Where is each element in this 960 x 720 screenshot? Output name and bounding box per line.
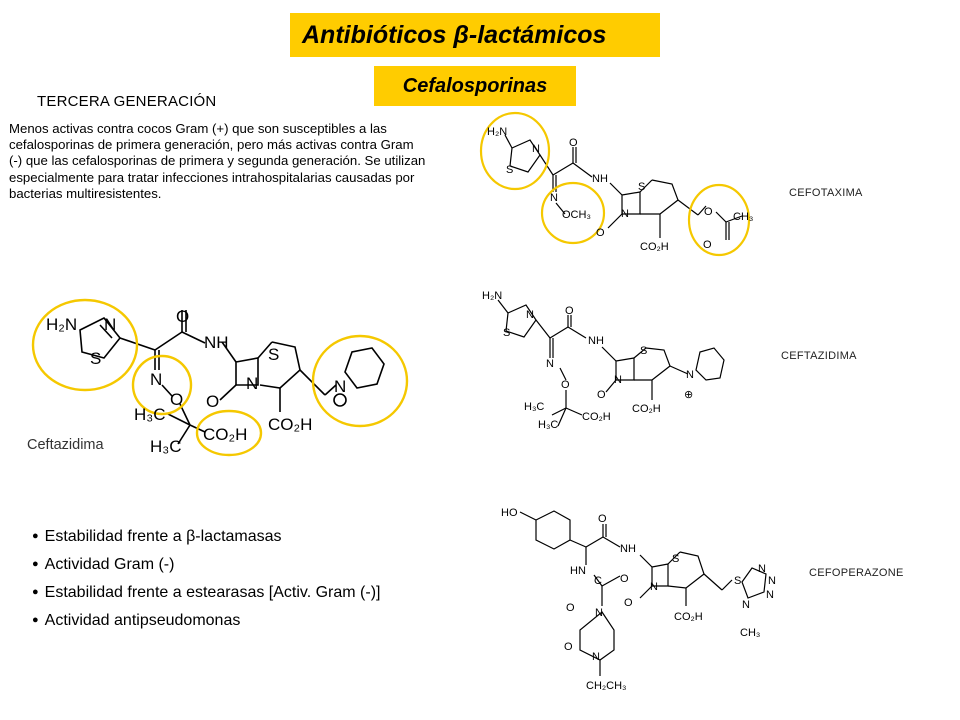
svg-text:NH: NH — [620, 543, 636, 555]
svg-text:S: S — [672, 553, 679, 565]
svg-text:N: N — [550, 192, 558, 204]
svg-text:S: S — [638, 181, 645, 193]
svg-text:O: O — [597, 389, 606, 401]
svg-text:H₂N: H₂N — [46, 315, 77, 334]
svg-text:S: S — [268, 345, 279, 364]
svg-text:N: N — [246, 374, 258, 393]
svg-text:O: O — [703, 239, 712, 251]
svg-text:S: S — [503, 327, 510, 339]
svg-text:S: S — [640, 345, 647, 357]
page-title: Antibióticos β-lactámicos — [290, 13, 660, 57]
svg-text:O: O — [624, 597, 633, 609]
svg-text:N: N — [526, 309, 534, 321]
svg-text:CH₃: CH₃ — [733, 211, 753, 223]
svg-text:HO: HO — [501, 507, 518, 519]
svg-text:CO₂H: CO₂H — [632, 403, 661, 415]
svg-text:N: N — [592, 651, 600, 663]
svg-text:O: O — [176, 307, 189, 326]
list-item: Actividad Gram (-) — [32, 552, 380, 580]
svg-text:C: C — [594, 575, 602, 587]
svg-text:O: O — [170, 390, 183, 409]
svg-text:CO₂H: CO₂H — [674, 611, 703, 623]
cefoperazone-label: CEFOPERAZONE — [809, 567, 904, 579]
svg-text:NH: NH — [588, 335, 604, 347]
svg-text:O: O — [569, 137, 578, 149]
list-item: Actividad antipseudomonas — [32, 608, 380, 636]
svg-text:O: O — [565, 305, 574, 317]
svg-text:H₃C: H₃C — [538, 419, 558, 431]
properties-list: Estabilidad frente a β-lactamasas Activi… — [32, 524, 381, 636]
svg-text:H₃C: H₃C — [524, 401, 544, 413]
svg-text:O: O — [566, 602, 575, 614]
svg-text:N: N — [532, 143, 540, 155]
svg-text:CO₂H: CO₂H — [582, 411, 611, 423]
svg-text:⊕: ⊕ — [684, 389, 693, 401]
svg-text:S: S — [90, 349, 101, 368]
svg-text:N: N — [650, 581, 658, 593]
svg-text:N: N — [104, 315, 116, 334]
cefoperazone-structure — [519, 510, 767, 676]
svg-text:CH₃: CH₃ — [740, 627, 760, 639]
svg-text:CO₂H: CO₂H — [203, 425, 247, 444]
svg-text:CO₂H: CO₂H — [268, 415, 312, 434]
svg-text:H₃C: H₃C — [134, 405, 165, 424]
svg-text:N: N — [621, 208, 629, 220]
svg-text:H₃C: H₃C — [150, 437, 181, 456]
cefotaxima-structure — [504, 134, 743, 240]
svg-text:O: O — [598, 513, 607, 525]
list-item: Estabilidad frente a estearasas [Activ. … — [32, 580, 381, 608]
svg-text:N: N — [686, 369, 694, 381]
svg-text:N: N — [150, 370, 162, 389]
svg-text:OCH₃: OCH₃ — [562, 209, 591, 221]
ceftazidima-label: CEFTAZIDIMA — [781, 350, 857, 362]
generation-heading: TERCERA GENERACIÓN — [37, 93, 217, 110]
svg-text:N: N — [614, 374, 622, 386]
description-paragraph: Menos activas contra cocos Gram (+) que … — [9, 121, 426, 201]
svg-text:O: O — [561, 379, 570, 391]
svg-text:H₂N: H₂N — [482, 290, 502, 302]
svg-text:NH: NH — [204, 333, 229, 352]
svg-text:CH₂CH₃: CH₂CH₃ — [586, 680, 627, 692]
svg-text:O: O — [620, 573, 629, 585]
svg-text:O: O — [704, 206, 713, 218]
svg-text:H₂N: H₂N — [487, 126, 507, 138]
svg-text:HN: HN — [570, 565, 586, 577]
list-item: Estabilidad frente a β-lactamasas — [32, 524, 380, 552]
section-subtitle: Cefalosporinas — [374, 66, 576, 106]
svg-text:N: N — [334, 377, 346, 396]
svg-text:N: N — [546, 358, 554, 370]
svg-text:N: N — [595, 607, 603, 619]
svg-text:N: N — [766, 589, 774, 601]
svg-text:O: O — [564, 641, 573, 653]
svg-text:O: O — [596, 227, 605, 239]
svg-text:N: N — [758, 563, 766, 575]
svg-text:NH: NH — [592, 173, 608, 185]
svg-text:S: S — [506, 164, 513, 176]
cefotaxima-label: CEFOTAXIMA — [789, 187, 863, 199]
svg-text:N: N — [742, 599, 750, 611]
ceftazidima-large-structure — [79, 310, 385, 445]
ceftazidima-small-structure — [497, 299, 725, 427]
svg-text:N: N — [768, 575, 776, 587]
svg-text:CO₂H: CO₂H — [640, 241, 669, 253]
svg-text:O: O — [206, 392, 219, 411]
svg-text:S: S — [734, 575, 741, 587]
ceftazidima-caption: Ceftazidima — [27, 437, 104, 453]
